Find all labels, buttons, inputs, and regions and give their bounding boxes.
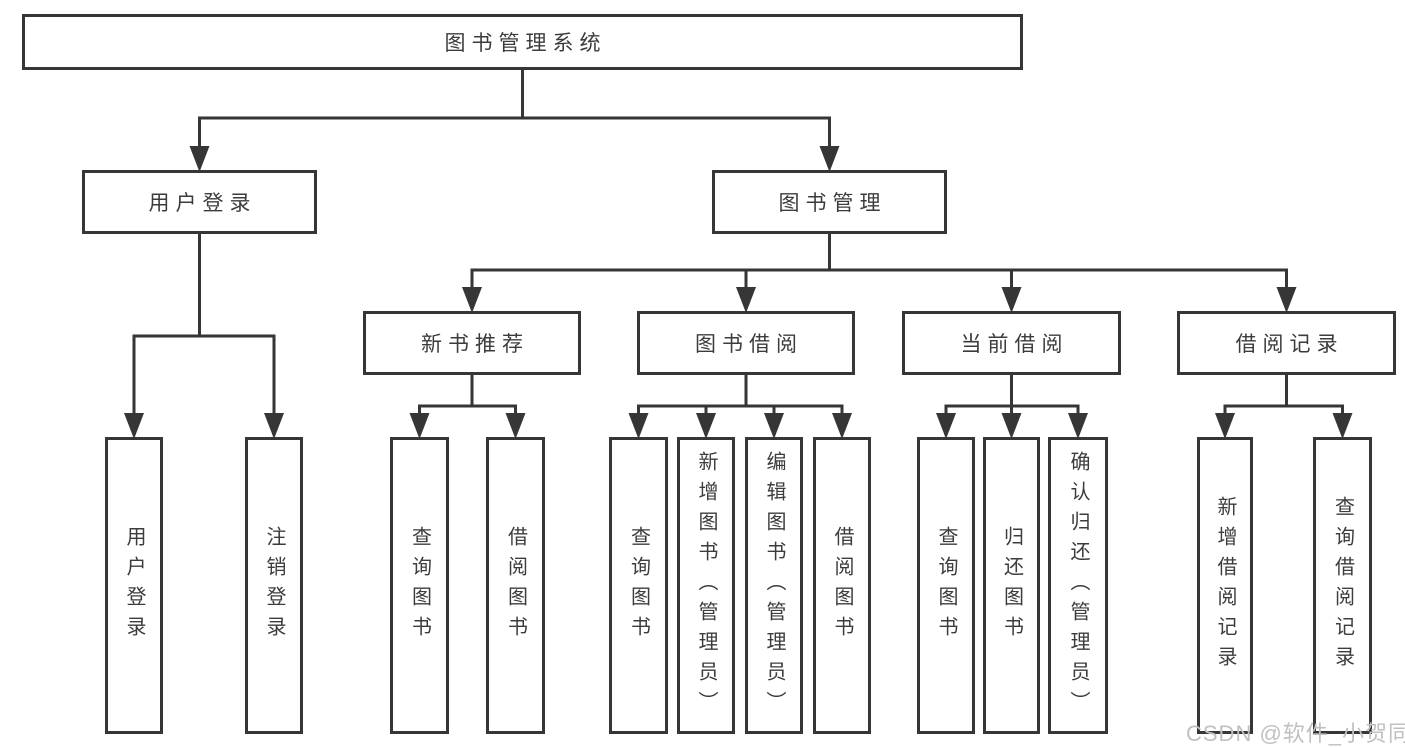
node-leaf-logout: 注销登录 <box>245 437 303 734</box>
node-label-bw-edit: 编辑图书（管理员） <box>763 450 785 721</box>
arrowhead-icon <box>832 413 852 439</box>
node-label-cur-confirm: 确认归还（管理员） <box>1067 450 1089 721</box>
connector-lines <box>944 373 1080 421</box>
node-label-rec-query: 查询借阅记录 <box>1331 495 1354 676</box>
connector-newbook <box>409 373 526 439</box>
connector-lines <box>470 232 1288 295</box>
node-label-leaf-login: 用户登录 <box>123 525 145 646</box>
arrowhead-icon <box>1215 413 1235 439</box>
node-current: 当前借阅 <box>902 311 1121 375</box>
node-label-root: 图书管理系统 <box>444 32 607 55</box>
node-label-newbook: 新书推荐 <box>421 333 529 356</box>
node-label-nb-query: 查询图书 <box>408 525 431 646</box>
arrowhead-icon <box>409 413 430 439</box>
node-cur-confirm: 确认归还（管理员） <box>1048 437 1108 734</box>
node-label-bw-query: 查询图书 <box>627 525 650 646</box>
node-login: 用户登录 <box>82 170 317 234</box>
node-label-borrow: 图书借阅 <box>695 333 803 356</box>
csdn-watermark: CSDN @软件_小贺同学 <box>1186 721 1405 746</box>
arrowhead-icon <box>505 413 526 439</box>
node-bw-query: 查询图书 <box>609 437 668 734</box>
node-label-records: 借阅记录 <box>1235 333 1344 356</box>
arrowhead-icon <box>189 146 210 172</box>
arrowhead-icon <box>1001 287 1022 313</box>
connector-login <box>124 232 284 439</box>
node-mgmt: 图书管理 <box>712 170 947 234</box>
arrowhead-icon <box>1276 287 1297 313</box>
node-bw-add: 新增图书（管理员） <box>677 437 735 734</box>
node-newbook: 新书推荐 <box>363 311 581 375</box>
connector-lines <box>1223 373 1344 421</box>
node-bw-borrow: 借阅图书 <box>813 437 871 734</box>
arrowhead-icon <box>628 413 649 439</box>
node-label-cur-return: 归还图书 <box>1000 525 1023 646</box>
arrowhead-icon <box>462 287 482 313</box>
node-nb-borrow: 借阅图书 <box>486 437 545 734</box>
node-bw-edit: 编辑图书（管理员） <box>745 437 803 734</box>
arrowhead-icon <box>1332 413 1353 439</box>
connector-current <box>936 373 1088 439</box>
arrowhead-icon <box>764 413 784 439</box>
connector-root <box>189 68 840 172</box>
connector-mgmt <box>462 232 1297 313</box>
node-label-current: 当前借阅 <box>960 333 1069 356</box>
connector-lines <box>132 232 276 421</box>
node-rec-query: 查询借阅记录 <box>1313 437 1372 734</box>
node-cur-return: 归还图书 <box>983 437 1040 734</box>
node-label-leaf-logout: 注销登录 <box>263 525 285 646</box>
arrowhead-icon <box>696 413 716 439</box>
arrowhead-icon <box>736 287 756 313</box>
node-records: 借阅记录 <box>1177 311 1396 375</box>
connector-lines <box>418 373 517 421</box>
arrowhead-icon <box>1001 413 1022 439</box>
node-nb-query: 查询图书 <box>390 437 449 734</box>
connector-borrow <box>628 373 852 439</box>
arrowhead-icon <box>124 413 144 439</box>
connector-lines <box>198 68 831 154</box>
node-label-login: 用户登录 <box>148 192 257 215</box>
node-label-cur-query: 查询图书 <box>935 525 957 646</box>
node-borrow: 图书借阅 <box>637 311 855 375</box>
node-label-rec-add: 新增借阅记录 <box>1214 495 1236 676</box>
node-rec-add: 新增借阅记录 <box>1197 437 1253 734</box>
node-label-bw-borrow: 借阅图书 <box>831 525 853 646</box>
node-label-bw-add: 新增图书（管理员） <box>695 450 717 721</box>
node-cur-query: 查询图书 <box>917 437 975 734</box>
connector-records <box>1215 373 1353 439</box>
node-root: 图书管理系统 <box>22 14 1023 70</box>
arrowhead-icon <box>936 413 956 439</box>
connector-lines <box>637 373 844 421</box>
arrowhead-icon <box>819 146 840 172</box>
node-label-mgmt: 图书管理 <box>778 192 887 215</box>
node-leaf-login: 用户登录 <box>105 437 163 734</box>
node-label-nb-borrow: 借阅图书 <box>504 525 527 646</box>
arrowhead-icon <box>1068 413 1088 439</box>
arrowhead-icon <box>264 413 284 439</box>
